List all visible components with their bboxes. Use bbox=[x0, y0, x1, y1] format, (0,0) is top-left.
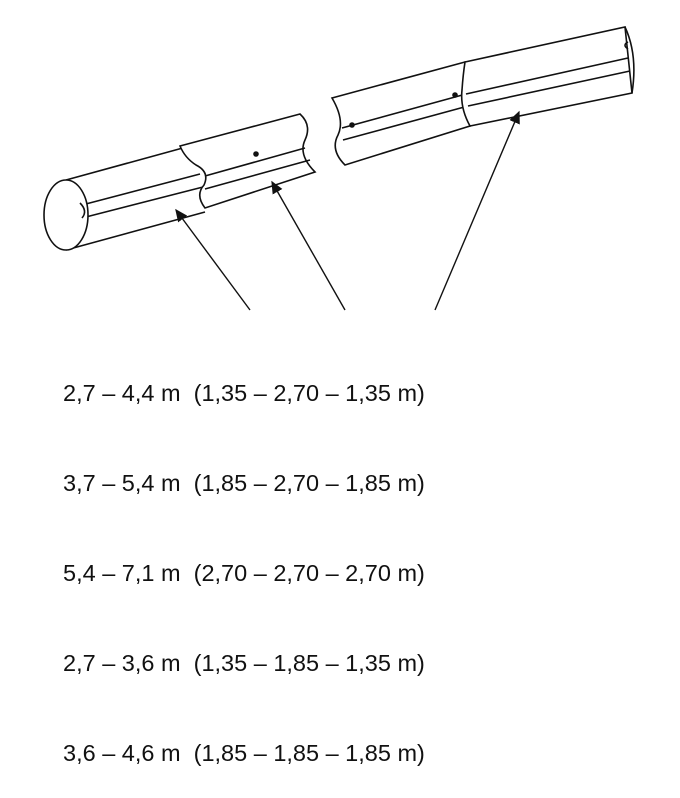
arrow-left-section bbox=[175, 208, 251, 311]
lock-pin-dot bbox=[253, 151, 259, 157]
arrow-right-section bbox=[434, 110, 520, 311]
right-pole-section bbox=[330, 26, 635, 166]
arrow-middle-section bbox=[271, 180, 346, 311]
pole-end-cap bbox=[43, 179, 89, 251]
length-option: 5,4 – 7,1 m (2,70 – 2,70 – 2,70 m) bbox=[63, 560, 425, 586]
pole-illustration bbox=[43, 26, 635, 311]
length-option: 3,7 – 5,4 m (1,85 – 2,70 – 1,85 m) bbox=[63, 470, 425, 496]
middle-pole-section bbox=[178, 113, 317, 209]
length-options-list: 2,7 – 4,4 m (1,35 – 2,70 – 1,35 m) 3,7 –… bbox=[63, 318, 425, 798]
left-pole-section bbox=[43, 145, 206, 251]
lock-pin-dot bbox=[452, 92, 458, 98]
length-option: 2,7 – 3,6 m (1,35 – 1,85 – 1,35 m) bbox=[63, 650, 425, 676]
lock-pin-dot bbox=[349, 122, 355, 128]
length-option: 2,7 – 4,4 m (1,35 – 2,70 – 1,35 m) bbox=[63, 380, 425, 406]
length-option: 3,6 – 4,6 m (1,85 – 1,85 – 1,85 m) bbox=[63, 740, 425, 766]
